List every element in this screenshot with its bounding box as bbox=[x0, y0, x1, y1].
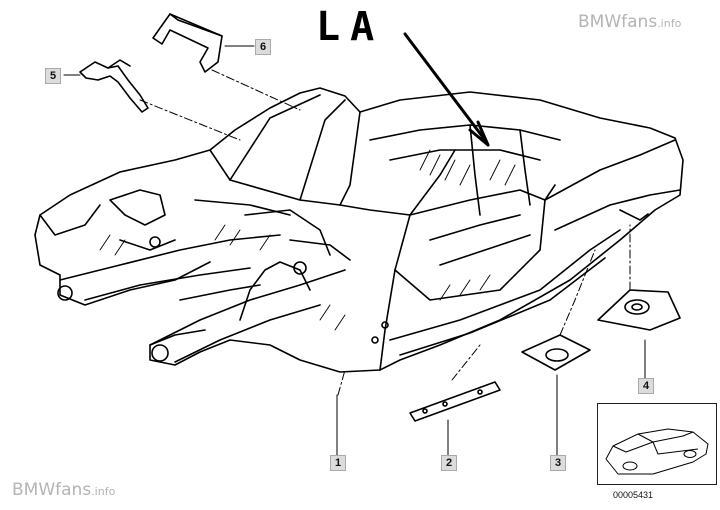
watermark-top-suffix: .info bbox=[657, 17, 682, 30]
dash-leaders bbox=[139, 69, 631, 396]
car-thumbnail-inset bbox=[597, 403, 717, 485]
part-3-plate bbox=[521, 334, 591, 371]
body-shell bbox=[34, 87, 684, 373]
part-5-bracket bbox=[79, 59, 149, 113]
callout-4: 4 bbox=[638, 378, 654, 394]
callout-2: 2 bbox=[441, 455, 457, 471]
part-6-bracket bbox=[152, 13, 223, 73]
watermark-bottom-suffix: .info bbox=[91, 485, 116, 498]
callout-1: 1 bbox=[330, 455, 346, 471]
part-4-plate bbox=[597, 289, 681, 331]
watermark-top-brand: BMWfans bbox=[578, 12, 658, 32]
callout-3: 3 bbox=[550, 455, 566, 471]
handwritten-annotation: LA bbox=[316, 4, 385, 50]
part-2-plate bbox=[409, 381, 501, 422]
watermark-bottom: BMWfans.info bbox=[12, 480, 115, 500]
watermark-top: BMWfans.info bbox=[578, 12, 681, 32]
watermark-bottom-brand: BMWfans bbox=[12, 480, 92, 500]
car-thumbnail-icon bbox=[605, 428, 709, 475]
body-hatching bbox=[99, 149, 516, 331]
handwritten-arrow bbox=[403, 32, 490, 147]
diagram-id: 00005431 bbox=[613, 490, 654, 500]
callout-5: 5 bbox=[45, 68, 61, 84]
leader-lines bbox=[63, 45, 646, 456]
callout-6: 6 bbox=[255, 39, 271, 55]
